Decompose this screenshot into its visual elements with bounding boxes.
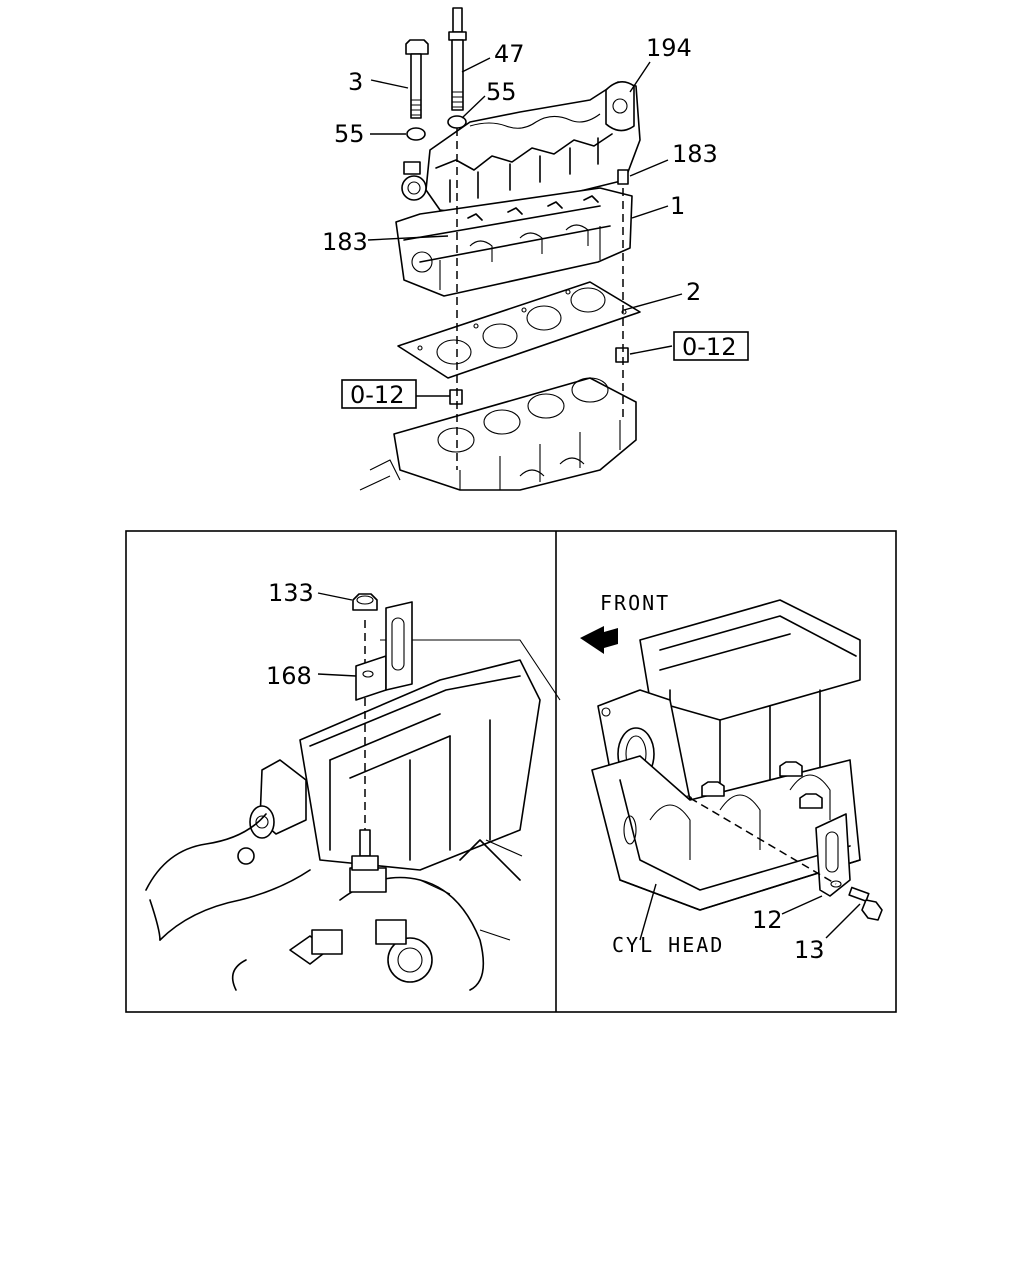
head-gasket (397, 281, 641, 379)
detail-panels-frame (125, 530, 897, 1013)
front-arrow-icon (580, 626, 618, 654)
ref-box-left (341, 379, 417, 409)
front-label: FRONT (600, 591, 670, 615)
cylinder-head (395, 187, 633, 297)
right-detail-panel: FRONT (580, 591, 883, 964)
callout-168: 168 (266, 662, 312, 690)
stud-47 (448, 7, 467, 111)
ref-label-right: 0-12 (682, 333, 736, 361)
callout-183-lower: 183 (322, 228, 368, 256)
dowel-0-12-right (615, 347, 629, 363)
alignment-line-12 (689, 797, 837, 885)
left-detail-panel: 133 168 (145, 579, 561, 991)
callout-12: 12 (752, 906, 783, 934)
cylinder-block (359, 377, 637, 491)
callout-1: 1 (670, 192, 685, 220)
callout-55-right: 55 (486, 78, 517, 106)
nut-133 (352, 593, 378, 611)
callout-13: 13 (794, 936, 825, 964)
callout-194: 194 (646, 34, 692, 62)
callout-2: 2 (686, 278, 701, 306)
stud-lower (359, 829, 371, 857)
bolt-13 (848, 886, 883, 921)
bracket-12 (815, 813, 851, 897)
callout-183-upper: 183 (672, 140, 718, 168)
bolt-3 (405, 39, 429, 119)
cam-carrier (401, 81, 641, 215)
bracket-168 (355, 601, 413, 701)
callout-3: 3 (348, 68, 363, 96)
callout-133: 133 (268, 579, 314, 607)
top-exploded-view: 3 47 55 55 194 183 1 183 2 0-12 0-12 (322, 7, 749, 491)
dowel-0-12-left (449, 389, 463, 405)
dowel-183-upper (617, 169, 629, 185)
ref-box-right (673, 331, 749, 361)
cyl-head-label: CYL HEAD (612, 933, 724, 957)
callout-47: 47 (494, 40, 525, 68)
washer-55-left (406, 127, 426, 141)
ref-label-left: 0-12 (350, 381, 404, 409)
callout-55-left: 55 (334, 120, 365, 148)
